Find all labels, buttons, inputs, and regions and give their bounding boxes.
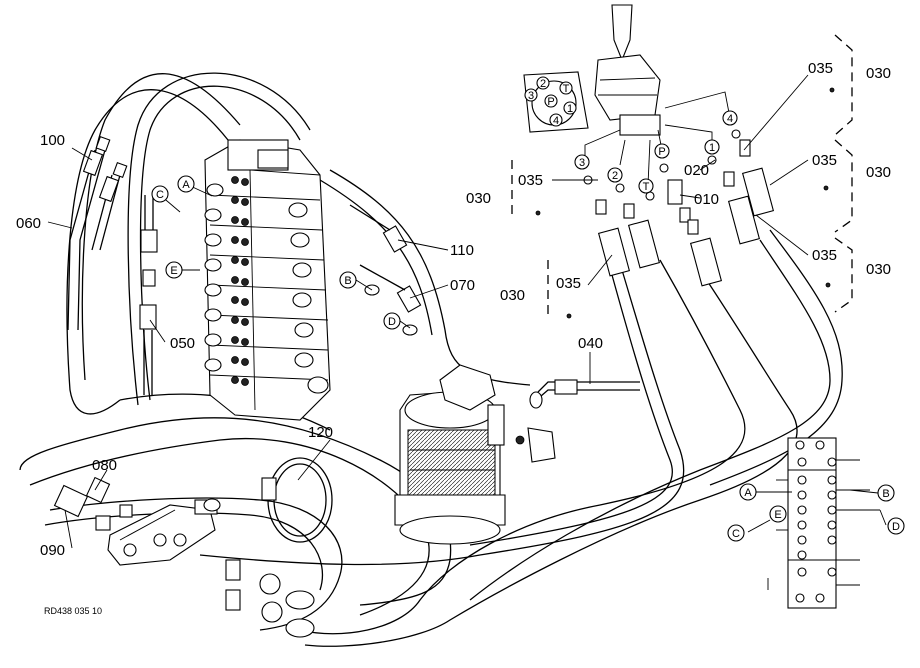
label-060: 060 [16, 215, 41, 232]
label-020: 020 [684, 162, 709, 179]
svg-text:A: A [182, 179, 190, 191]
fittings-110-070 [349, 204, 422, 336]
lower-block-assembly [53, 476, 315, 638]
inset-callout-a: A [739, 483, 757, 501]
label-090: 090 [40, 542, 65, 559]
svg-text:1: 1 [709, 142, 715, 154]
svg-text:3: 3 [528, 90, 534, 102]
swivel-joint [394, 364, 556, 545]
inset-callout-e: E [769, 505, 787, 523]
label-040: 040 [578, 335, 603, 352]
callout-d: D [383, 312, 401, 330]
label-070: 070 [450, 277, 475, 294]
fittings-050 [139, 195, 158, 395]
label-035-c: 035 [808, 60, 833, 77]
svg-text:3: 3 [579, 157, 585, 169]
plate-port-t: T [559, 81, 573, 95]
callout-e: E [165, 261, 183, 279]
port-diagram-inset [767, 437, 880, 609]
svg-text:2: 2 [540, 78, 546, 90]
svg-text:1: 1 [567, 103, 573, 115]
hose-routes [19, 72, 843, 647]
label-035-e: 035 [812, 247, 837, 264]
plate-port-2: 2 [536, 76, 550, 90]
group-brackets-030 [511, 34, 853, 320]
pilot-fittings [583, 91, 775, 287]
plate-port-p: P [544, 94, 558, 108]
callout-c: C [151, 185, 169, 203]
label-035-a: 035 [518, 172, 543, 189]
callout-a: A [177, 175, 195, 193]
label-010: 010 [694, 191, 719, 208]
plate-port-1: 1 [563, 101, 577, 115]
line-port-1: 1 [704, 139, 720, 155]
plate-port-4: 4 [549, 113, 563, 127]
svg-text:P: P [547, 96, 554, 108]
svg-text:A: A [744, 487, 752, 499]
callout-b: B [339, 271, 357, 289]
svg-text:C: C [156, 189, 164, 201]
svg-text:B: B [344, 275, 351, 287]
inset-callout-c: C [727, 524, 745, 542]
label-030-c: 030 [866, 65, 891, 82]
label-030-a: 030 [466, 190, 491, 207]
svg-text:4: 4 [553, 115, 559, 127]
label-080: 080 [92, 457, 117, 474]
svg-text:P: P [658, 146, 665, 158]
drawing-code: RD438 035 10 [44, 606, 102, 616]
svg-text:C: C [732, 528, 740, 540]
label-035-b: 035 [556, 275, 581, 292]
control-valve-assembly [204, 139, 331, 421]
label-050: 050 [170, 335, 195, 352]
svg-text:2: 2 [612, 170, 618, 182]
label-100: 100 [40, 132, 65, 149]
pilot-joystick [523, 4, 661, 136]
svg-text:T: T [643, 181, 650, 193]
line-port-t: T [638, 178, 654, 194]
svg-text:E: E [170, 265, 177, 277]
label-120: 120 [308, 424, 333, 441]
line-port-3: 3 [574, 154, 590, 170]
svg-text:T: T [563, 83, 570, 95]
line-port-4: 4 [722, 110, 738, 126]
line-port-2: 2 [607, 167, 623, 183]
svg-text:4: 4 [727, 113, 733, 125]
inset-callout-b: B [877, 484, 895, 502]
svg-text:E: E [774, 509, 781, 521]
svg-text:B: B [882, 488, 889, 500]
line-port-p: P [654, 143, 670, 159]
svg-text:D: D [892, 521, 900, 533]
pipe-040 [529, 379, 640, 409]
label-035-d: 035 [812, 152, 837, 169]
inset-callout-d: D [887, 517, 905, 535]
svg-text:D: D [388, 316, 396, 328]
label-110: 110 [450, 242, 474, 259]
label-030-d: 030 [866, 164, 891, 181]
circled-callouts: A C E B D A B C D E 1 2 3 4 P T 3 2 T P … [151, 76, 905, 542]
plate-port-3: 3 [524, 88, 538, 102]
part-number-labels: 100 060 110 070 050 120 080 090 040 035 … [16, 60, 891, 559]
label-030-e: 030 [866, 261, 891, 278]
hose-100-060 [67, 135, 128, 331]
hose-clamp-120 [261, 457, 333, 543]
leader-lines [47, 74, 887, 549]
label-030-b: 030 [500, 287, 525, 304]
